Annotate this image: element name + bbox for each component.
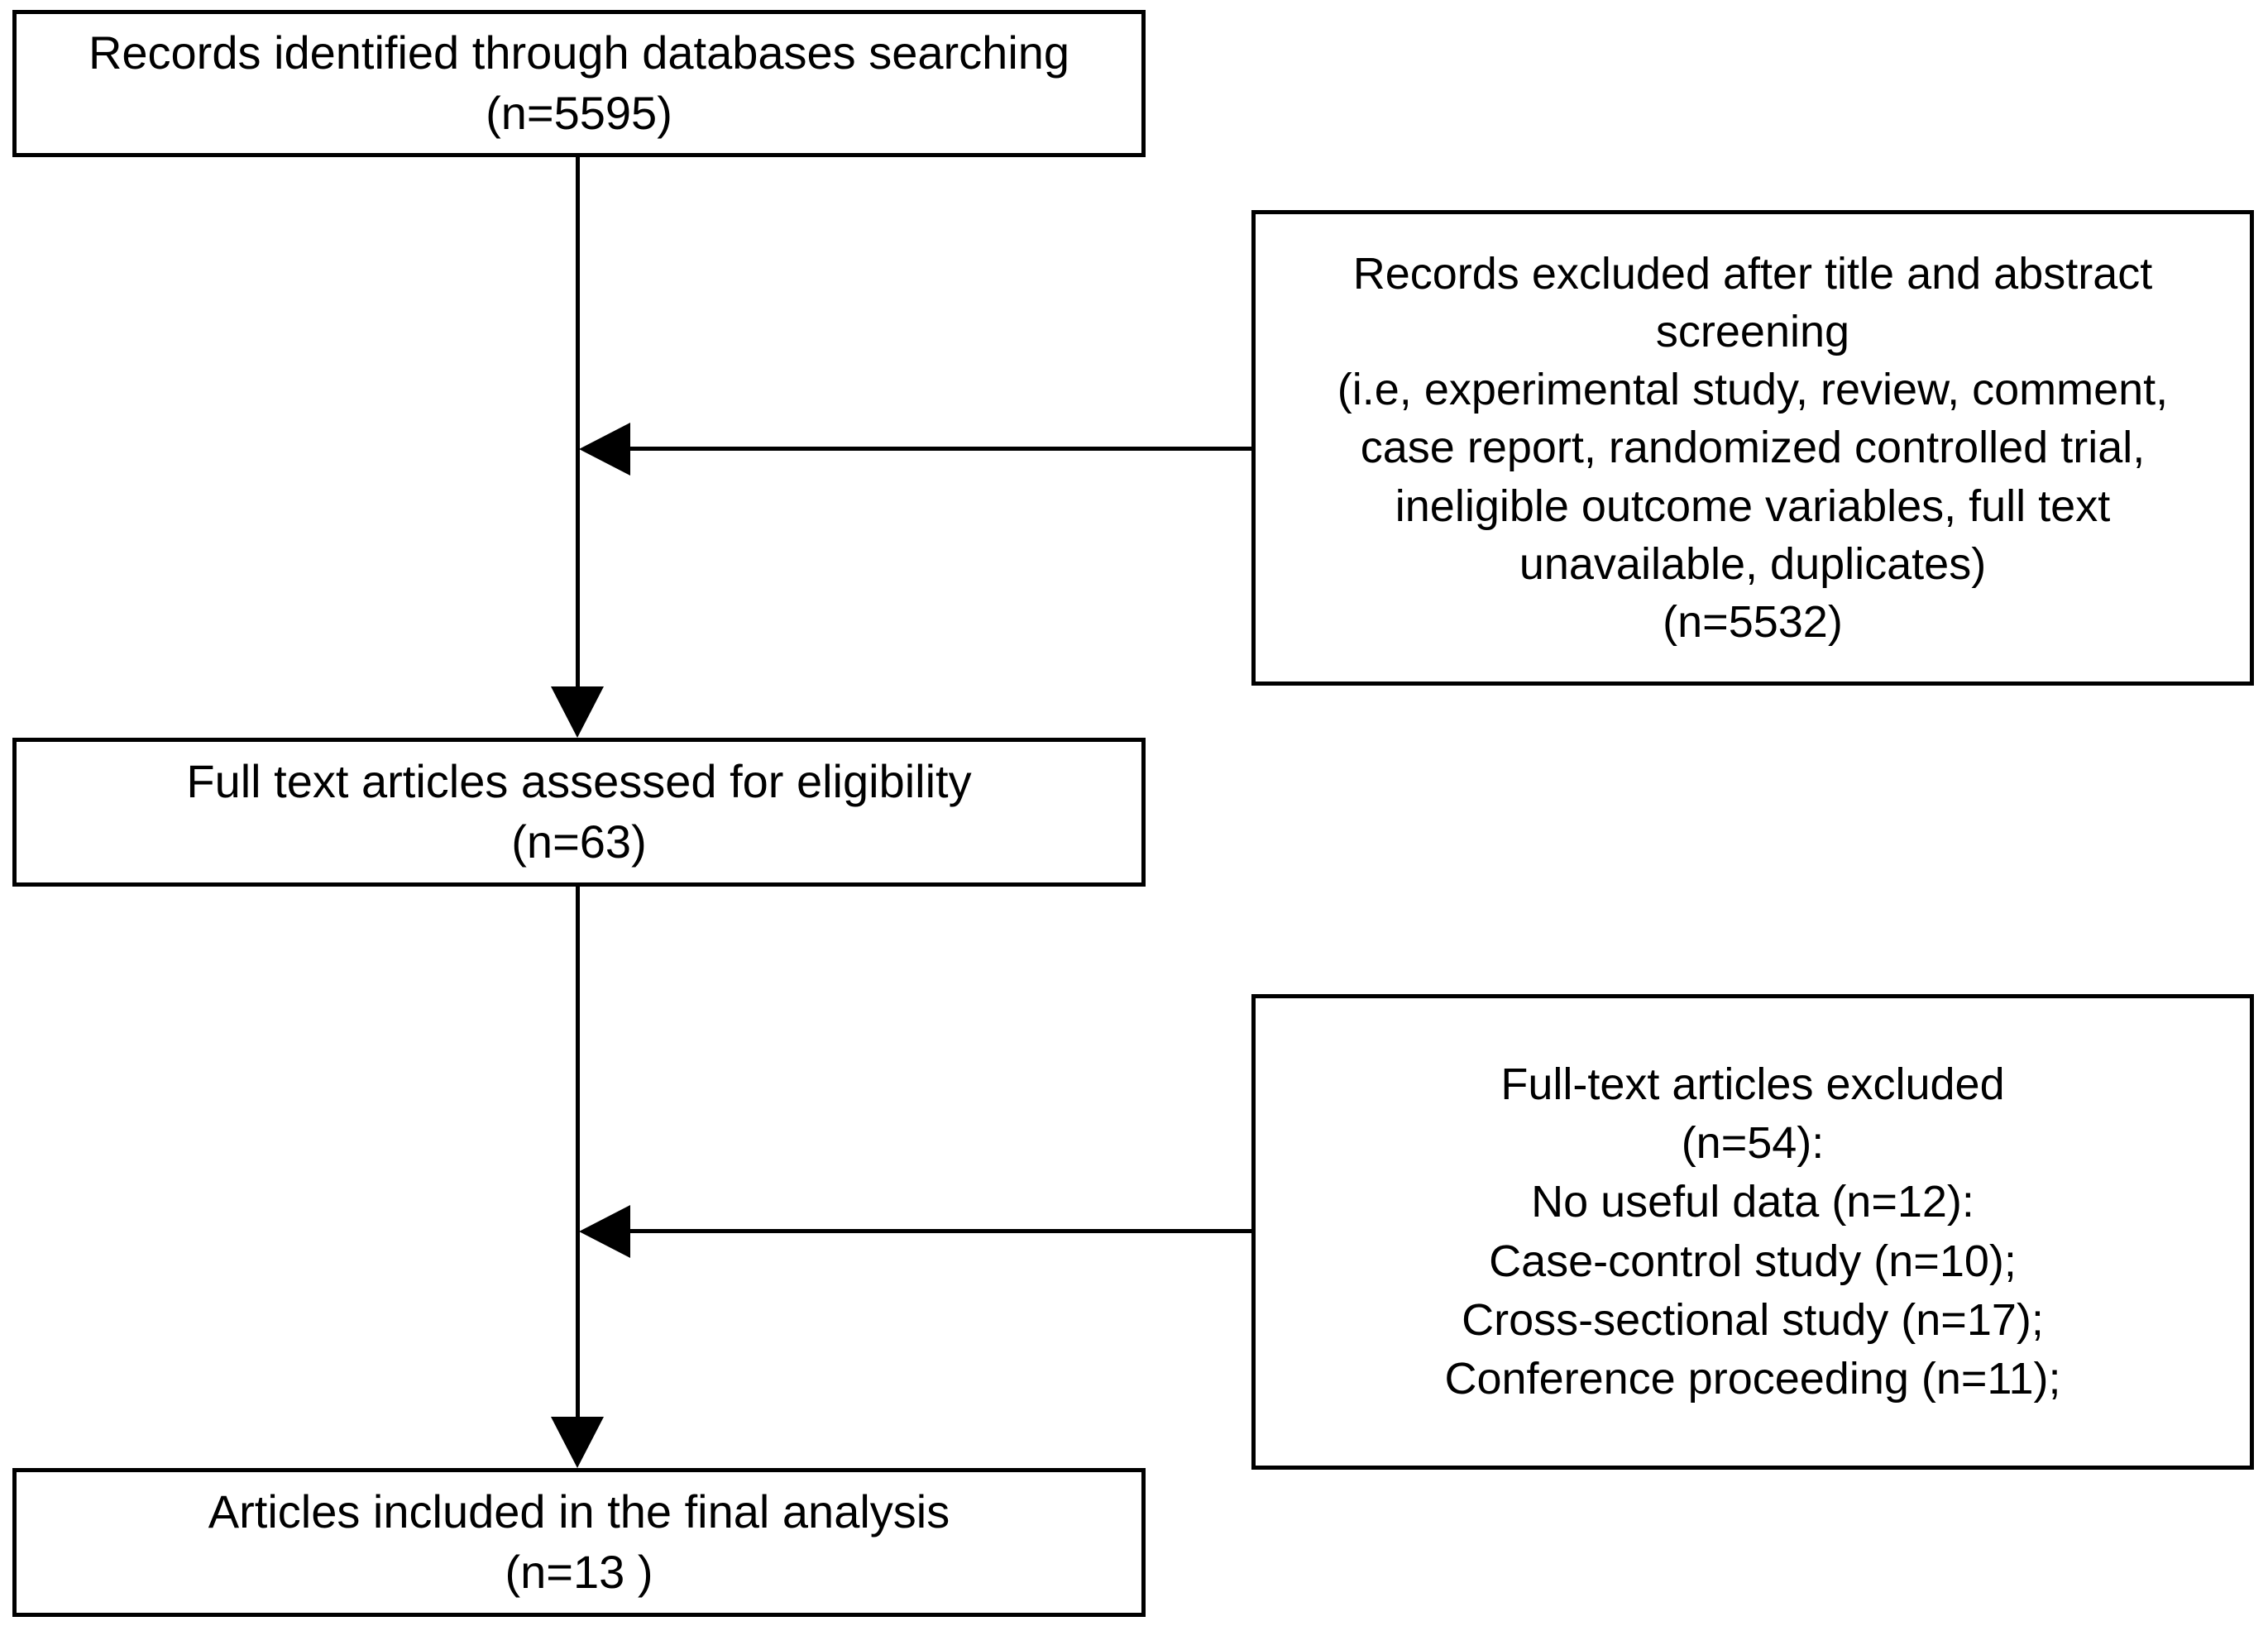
box-fulltext-articles-excluded-line-1: Full-text articles excluded: [1500, 1059, 2005, 1109]
box-fulltext-articles-excluded-reason-1: No useful data (n=12):: [1531, 1177, 1974, 1227]
box-records-identified-line-1: Records identified through databases sea…: [88, 26, 1070, 79]
box-articles-included-count: (n=13 ): [505, 1546, 653, 1598]
box-records-excluded-screening-line-4: case report, randomized controlled trial…: [1360, 423, 2146, 473]
box-full-text-assessed-line-1: Full text articles assessed for eligibil…: [186, 755, 972, 808]
box-records-identified-count: (n=5595): [486, 87, 672, 139]
box-fulltext-articles-excluded-count: (n=54):: [1681, 1117, 1825, 1168]
box-fulltext-articles-excluded-reason-2: Case-control study (n=10);: [1489, 1236, 2017, 1286]
connector-eligibility-to-included: [576, 885, 580, 1433]
box-fulltext-articles-excluded-reason-4: Conference proceeding (n=11);: [1444, 1354, 2061, 1404]
connector-fulltext-exclusion-feeder: [629, 1229, 1253, 1233]
box-records-excluded-screening-line-6: unavailable, duplicates): [1519, 538, 1987, 589]
box-fulltext-articles-excluded: Full-text articles excluded (n=54): No u…: [1251, 994, 2254, 1470]
box-records-excluded-screening-line-5: ineligible outcome variables, full text: [1395, 481, 2111, 531]
arrowhead-left-icon: [579, 423, 630, 476]
arrowhead-left-icon: [579, 1205, 630, 1258]
box-records-excluded-screening-line-1: Records excluded after title and abstrac…: [1352, 248, 2153, 299]
box-records-excluded-screening-count: (n=5532): [1663, 596, 1843, 647]
connector-screening-exclusion-feeder: [629, 447, 1253, 451]
box-records-identified: Records identified through databases sea…: [12, 10, 1146, 157]
box-full-text-assessed: Full text articles assessed for eligibil…: [12, 738, 1146, 887]
box-full-text-assessed-count: (n=63): [511, 815, 647, 868]
box-records-excluded-screening: Records excluded after title and abstrac…: [1251, 210, 2254, 686]
box-articles-included: Articles included in the final analysis …: [12, 1468, 1146, 1617]
connector-identified-to-eligibility: [576, 157, 580, 703]
arrowhead-down-icon: [551, 686, 604, 738]
box-articles-included-line-1: Articles included in the final analysis: [208, 1485, 950, 1538]
box-records-excluded-screening-line-2: screening: [1655, 307, 1850, 357]
box-fulltext-articles-excluded-reason-3: Cross-sectional study (n=17);: [1462, 1294, 2044, 1345]
arrowhead-down-icon: [551, 1417, 604, 1468]
box-records-excluded-screening-line-3: (i.e, experimental study, review, commen…: [1337, 365, 2169, 415]
